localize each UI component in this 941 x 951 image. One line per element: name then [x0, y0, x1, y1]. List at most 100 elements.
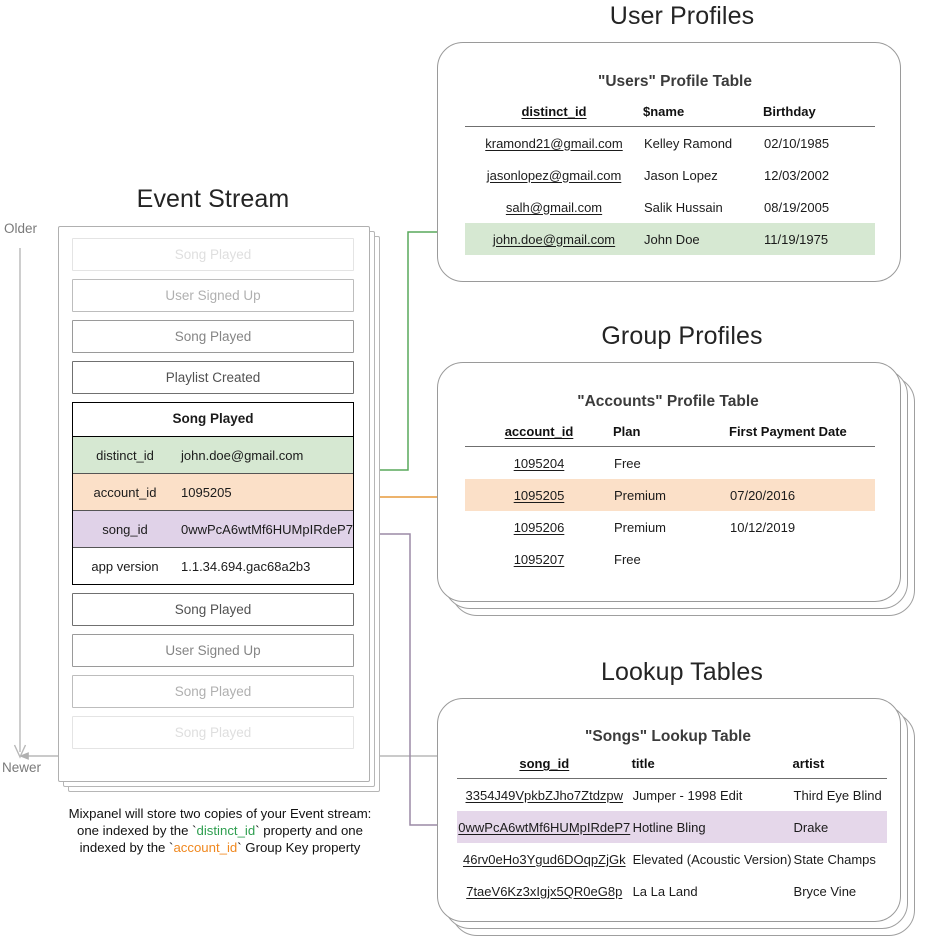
- cell-distinct-id: kramond21@gmail.com: [485, 135, 623, 151]
- event-item[interactable]: Song Played: [72, 238, 354, 271]
- event-item[interactable]: User Signed Up: [72, 279, 354, 312]
- songs-table: song_id title artist 3354J49VpkbZJho7Ztd…: [457, 756, 887, 907]
- cell-first-payment-date: 07/20/2016: [729, 479, 875, 511]
- table-row-highlighted[interactable]: john.doe@gmail.com John Doe 11/19/1975: [465, 223, 875, 255]
- caption-line-3b: ` Group Key property: [237, 839, 361, 855]
- caption-line-2a: one indexed by the `: [77, 822, 197, 838]
- caption-token-distinct-id: distinct_id: [196, 822, 256, 838]
- cell-plan: Free: [614, 551, 641, 567]
- cell-birthday: 12/03/2002: [764, 167, 830, 183]
- selected-event-card[interactable]: Song Played distinct_id john.doe@gmail.c…: [72, 402, 354, 585]
- cell-account-id: 1095206: [513, 519, 565, 535]
- table-row-highlighted[interactable]: 1095205 Premium 07/20/2016: [465, 479, 875, 511]
- songs-table-title: "Songs" Lookup Table: [585, 728, 751, 745]
- cell-artist: Bryce Vine: [793, 883, 857, 899]
- table-row[interactable]: 7taeV6Kz3xIgjx5QR0eG8p La La Land Bryce …: [457, 875, 887, 907]
- cell-title: Jumper - 1998 Edit: [632, 787, 743, 803]
- accounts-profile-card: "Accounts" Profile Table account_id Plan…: [437, 362, 915, 616]
- cell-account-id: 1095204: [513, 455, 565, 471]
- timeline-label-older: Older: [4, 221, 38, 236]
- property-value: 1.1.34.694.gac68a2b3: [181, 558, 311, 574]
- cell-plan: Premium: [613, 479, 729, 511]
- cell-distinct-id: john.doe@gmail.com: [465, 223, 643, 255]
- users-profile-card: "Users" Profile Table distinct_id $name …: [437, 42, 913, 284]
- cell-first-payment-date: 10/12/2019: [730, 519, 796, 535]
- table-row[interactable]: 1095206 Premium 10/12/2019: [465, 511, 875, 543]
- event-item[interactable]: Song Played: [72, 593, 354, 626]
- cell-name: Kelley Ramond: [644, 135, 733, 151]
- cell-song-id: 0wwPcA6wtMf6HUMpIRdeP7: [457, 811, 632, 843]
- cell-birthday: 11/19/1975: [763, 223, 875, 255]
- header-rule: [457, 778, 887, 779]
- cell-plan: Premium: [614, 519, 667, 535]
- column-header-title: title: [631, 756, 655, 771]
- event-item[interactable]: Song Played: [72, 320, 354, 353]
- cell-distinct-id: jasonlopez@gmail.com: [486, 167, 622, 183]
- property-value: 1095205: [181, 484, 232, 500]
- cell-name: Jason Lopez: [644, 167, 718, 183]
- cell-title: Hotline Bling: [631, 811, 793, 843]
- column-header-first-payment-date: First Payment Date: [729, 424, 847, 439]
- property-key: account_id: [93, 484, 157, 500]
- property-value: john.doe@gmail.com: [181, 447, 304, 463]
- caption-token-account-id: account_id: [173, 839, 238, 855]
- header-rule: [465, 446, 875, 447]
- column-header-plan: Plan: [613, 424, 641, 439]
- cell-song-id: 7taeV6Kz3xIgjx5QR0eG8p: [466, 883, 623, 899]
- event-stream-panel: Song Played User Signed Up Song Played P…: [58, 226, 380, 792]
- table-row[interactable]: 3354J49VpkbZJho7Ztdzpw Jumper - 1998 Edi…: [457, 779, 887, 812]
- cell-account-id: 1095207: [513, 551, 565, 567]
- caption-text: Mixpanel will store two copies of your E…: [26, 806, 414, 856]
- cell-artist: Drake: [792, 811, 887, 843]
- caption-line-3a: indexed by the `: [79, 839, 174, 855]
- event-item[interactable]: User Signed Up: [72, 634, 354, 667]
- table-header-row: account_id Plan First Payment Date: [465, 424, 875, 446]
- users-table: distinct_id $name Birthday kramond21@gma…: [465, 104, 875, 255]
- column-header-name: $name: [643, 104, 685, 119]
- table-row[interactable]: 1095207 Free: [465, 543, 875, 575]
- cell-birthday: 02/10/1985: [764, 135, 830, 151]
- table-row-highlighted[interactable]: 0wwPcA6wtMf6HUMpIRdeP7 Hotline Bling Dra…: [457, 811, 887, 843]
- property-key: song_id: [102, 521, 148, 537]
- property-key: distinct_id: [96, 447, 154, 463]
- table-row[interactable]: kramond21@gmail.com Kelley Ramond 02/10/…: [465, 127, 875, 160]
- event-list: Song Played User Signed Up Song Played P…: [72, 238, 354, 757]
- cell-song-id: 46rv0eHo3Ygud6DOqpZjGk: [462, 851, 626, 867]
- event-stream-heading: Event Stream: [136, 185, 290, 213]
- cell-song-id: 3354J49VpkbZJho7Ztdzpw: [465, 787, 624, 803]
- users-table-title: "Users" Profile Table: [598, 73, 752, 90]
- property-value: 0wwPcA6wtMf6HUMpIRdeP7: [181, 521, 353, 537]
- user-profiles-heading: User Profiles: [609, 2, 755, 30]
- column-header-birthday: Birthday: [763, 104, 816, 119]
- event-item[interactable]: Song Played: [72, 716, 354, 749]
- songs-lookup-card: "Songs" Lookup Table song_id title artis…: [437, 698, 915, 948]
- cell-artist: Third Eye Blind: [793, 787, 882, 803]
- table-row[interactable]: jasonlopez@gmail.com Jason Lopez 12/03/2…: [465, 159, 875, 191]
- cell-first-payment-date: [729, 543, 875, 575]
- caption-line-2b: ` property and one: [255, 822, 363, 838]
- cell-name: John Doe: [643, 223, 763, 255]
- column-header-artist: artist: [792, 756, 825, 771]
- cell-title: La La Land: [632, 883, 698, 899]
- event-property-account-id: account_id 1095205: [73, 474, 353, 511]
- accounts-table: account_id Plan First Payment Date 10952…: [465, 424, 875, 575]
- column-header-song-id: song_id: [519, 756, 570, 771]
- event-item[interactable]: Playlist Created: [72, 361, 354, 394]
- cell-title: Elevated (Acoustic Version): [632, 851, 792, 867]
- cell-birthday: 08/19/2005: [764, 199, 830, 215]
- column-header-distinct-id: distinct_id: [521, 104, 587, 119]
- table-header-row: song_id title artist: [457, 756, 887, 778]
- group-profiles-heading: Group Profiles: [601, 322, 763, 350]
- table-header-row: distinct_id $name Birthday: [465, 104, 875, 126]
- caption-line-1: Mixpanel will store two copies of your E…: [68, 806, 372, 821]
- timeline-label-newer: Newer: [2, 760, 42, 775]
- table-row[interactable]: salh@gmail.com Salik Hussain 08/19/2005: [465, 191, 875, 223]
- accounts-table-title: "Accounts" Profile Table: [577, 393, 759, 410]
- property-key: app version: [91, 558, 159, 574]
- event-item[interactable]: Song Played: [72, 675, 354, 708]
- table-row[interactable]: 1095204 Free: [465, 447, 875, 480]
- cell-name: Salik Hussain: [644, 199, 723, 215]
- table-row[interactable]: 46rv0eHo3Ygud6DOqpZjGk Elevated (Acousti…: [457, 843, 887, 875]
- cell-artist: State Champs: [793, 851, 876, 867]
- cell-account-id: 1095205: [465, 479, 613, 511]
